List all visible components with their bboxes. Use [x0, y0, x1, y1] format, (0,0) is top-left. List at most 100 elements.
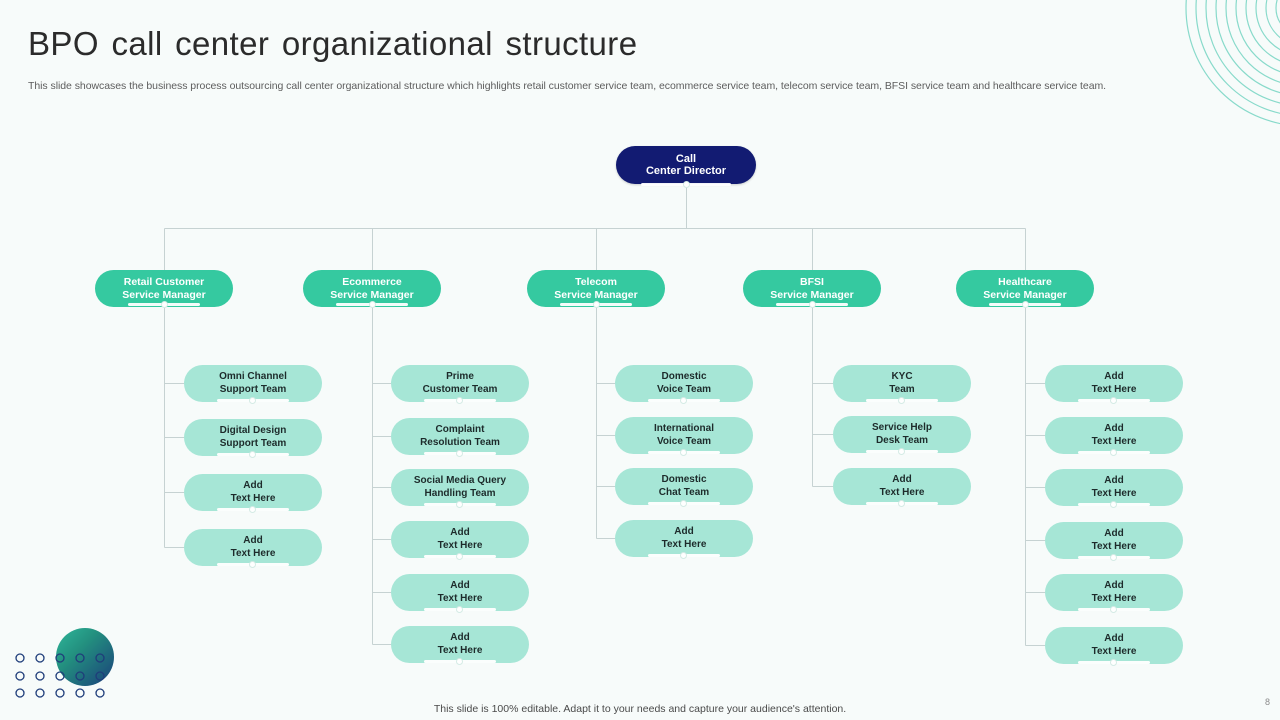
node-team[interactable]: Omni Channel Support Team [184, 365, 322, 402]
node-line-2: Service Manager [983, 288, 1067, 301]
node-team[interactable]: Social Media Query Handling Team [391, 469, 529, 506]
node-line-2: Support Team [219, 437, 287, 449]
node-line-1: Domestic [661, 371, 707, 382]
manager-knob [161, 301, 168, 308]
node-line-2: Text Here [230, 492, 276, 504]
node-line-1: Healthcare [998, 276, 1052, 288]
node-team[interactable]: KYC Team [833, 365, 971, 402]
node-line-2: Service Manager [330, 288, 414, 301]
node-line-2: Customer Team [422, 383, 498, 395]
node-team[interactable]: Add Text Here [1045, 574, 1183, 611]
node-line-2: Text Here [230, 547, 276, 559]
node-healthcare-service-manager[interactable]: Healthcare Service Manager [956, 270, 1094, 307]
node-line-1: Add [450, 632, 470, 643]
node-line-1: Add [1104, 423, 1124, 434]
node-line-2: Service Manager [554, 288, 638, 301]
node-team[interactable]: Add Text Here [1045, 365, 1183, 402]
node-team[interactable]: Add Text Here [615, 520, 753, 557]
node-line-1: Prime [446, 371, 474, 382]
node-team[interactable]: Add Text Here [1045, 627, 1183, 664]
leaf-knob [249, 397, 256, 404]
node-line-2: Resolution Team [420, 436, 500, 448]
node-line-2: Center Director [645, 165, 727, 177]
manager-knob [809, 301, 816, 308]
node-team[interactable]: Domestic Chat Team [615, 468, 753, 505]
node-team[interactable]: Add Text Here [391, 521, 529, 558]
node-team[interactable]: Domestic Voice Team [615, 365, 753, 402]
node-team[interactable]: Add Text Here [1045, 417, 1183, 454]
node-team[interactable]: International Voice Team [615, 417, 753, 454]
leaf-knob [898, 448, 905, 455]
node-line-1: Ecommerce [342, 276, 402, 288]
leaf-knob [1110, 554, 1117, 561]
node-team[interactable]: Add Text Here [833, 468, 971, 505]
footer-note: This slide is 100% editable. Adapt it to… [433, 703, 847, 715]
node-line-2: Voice Team [656, 435, 712, 447]
node-line-2: Text Here [437, 644, 483, 656]
node-line-2: Text Here [879, 486, 925, 498]
node-team[interactable]: Complaint Resolution Team [391, 418, 529, 455]
leaf-knob [456, 553, 463, 560]
node-line-1: Add [1104, 475, 1124, 486]
node-team[interactable]: Add Text Here [1045, 469, 1183, 506]
node-telecom-service-manager[interactable]: Telecom Service Manager [527, 270, 665, 307]
node-line-1: Add [450, 580, 470, 591]
node-line-2: Text Here [1091, 487, 1137, 499]
leaf-knob [680, 500, 687, 507]
node-line-1: Telecom [575, 276, 617, 288]
node-line-1: Omni Channel [219, 371, 287, 382]
node-line-2: Text Here [1091, 383, 1137, 395]
node-line-1: Call [675, 152, 697, 165]
leaf-knob [680, 449, 687, 456]
leaf-knob [680, 552, 687, 559]
leaf-knob [680, 397, 687, 404]
manager-knob [593, 301, 600, 308]
manager-knob [1022, 301, 1029, 308]
node-line-1: Digital Design [219, 425, 287, 436]
node-line-1: Add [674, 526, 694, 537]
node-line-1: Retail Customer [123, 276, 205, 288]
node-line-1: Add [1104, 580, 1124, 591]
node-line-2: Service Manager [122, 288, 206, 301]
leaf-knob [1110, 659, 1117, 666]
leaf-knob [456, 658, 463, 665]
leaf-knob [249, 506, 256, 513]
node-ecommerce-service-manager[interactable]: Ecommerce Service Manager [303, 270, 441, 307]
manager-knob [369, 301, 376, 308]
node-line-2: Chat Team [658, 486, 710, 498]
concentric-arcs-decoration [1185, 0, 1280, 125]
page-subtitle: This slide showcases the business proces… [28, 80, 1107, 92]
node-team[interactable]: Add Text Here [391, 626, 529, 663]
node-retail-customer-service-manager[interactable]: Retail Customer Service Manager [95, 270, 233, 307]
node-line-2: Text Here [1091, 645, 1137, 657]
node-line-2: Text Here [661, 538, 707, 550]
node-team[interactable]: Service Help Desk Team [833, 416, 971, 453]
node-line-1: International [653, 423, 714, 434]
node-line-2: Support Team [219, 383, 287, 395]
node-team[interactable]: Prime Customer Team [391, 365, 529, 402]
node-line-1: Add [892, 474, 912, 485]
node-team[interactable]: Add Text Here [184, 474, 322, 511]
node-line-2: Text Here [437, 539, 483, 551]
leaf-knob [249, 451, 256, 458]
node-bfsi-service-manager[interactable]: BFSI Service Manager [743, 270, 881, 307]
node-team[interactable]: Add Text Here [1045, 522, 1183, 559]
leaf-knob [1110, 397, 1117, 404]
node-call-center-director[interactable]: Call Center Director [616, 146, 756, 184]
node-line-1: Social Media Query [413, 475, 507, 486]
node-line-1: KYC [891, 371, 913, 382]
node-team[interactable]: Add Text Here [391, 574, 529, 611]
leaf-knob [456, 397, 463, 404]
node-line-1: Add [1104, 633, 1124, 644]
node-line-2: Team [889, 383, 915, 395]
node-line-2: Service Manager [770, 288, 854, 301]
leaf-knob [1110, 606, 1117, 613]
leaf-knob [898, 500, 905, 507]
node-team[interactable]: Digital Design Support Team [184, 419, 322, 456]
node-line-1: Add [243, 535, 263, 546]
node-team[interactable]: Add Text Here [184, 529, 322, 566]
node-line-2: Text Here [1091, 540, 1137, 552]
node-line-2: Text Here [1091, 592, 1137, 604]
